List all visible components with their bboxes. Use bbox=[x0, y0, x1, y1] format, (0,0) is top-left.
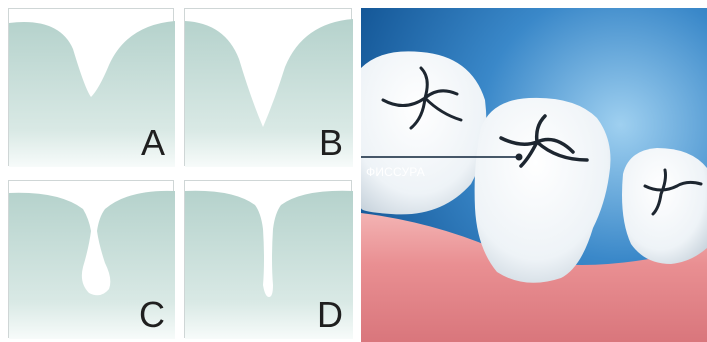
fissure-panel-a: A bbox=[8, 8, 174, 166]
right-molar bbox=[622, 148, 707, 264]
panel-letter-d: D bbox=[317, 297, 343, 333]
panel-letter-c: C bbox=[139, 297, 165, 333]
fissure-panel-c: C bbox=[8, 180, 174, 338]
molars-illustration: ФИССУРА bbox=[361, 8, 707, 342]
fissure-point bbox=[516, 154, 523, 161]
fissure-panel-d: D bbox=[184, 180, 352, 338]
panel-letter-b: B bbox=[319, 125, 343, 161]
fissure-callout-label: ФИССУРА bbox=[366, 165, 425, 179]
fissure-panel-b: B bbox=[184, 8, 352, 166]
panel-letter-a: A bbox=[141, 125, 165, 161]
